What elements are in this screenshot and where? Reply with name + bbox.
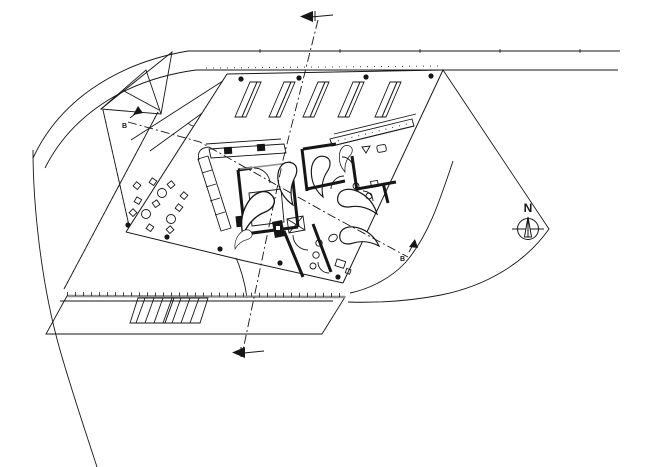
play-furniture <box>128 177 189 235</box>
site-edge-inner-curve <box>44 69 618 169</box>
site-edge-outer-curve <box>32 50 620 159</box>
skylight-strip <box>302 81 330 118</box>
chair-diamond <box>166 180 176 190</box>
sink-icon <box>376 144 387 153</box>
fence-1-ticks <box>102 109 131 231</box>
table-circle <box>157 188 167 198</box>
chair-diamond <box>148 177 158 187</box>
sink-icon <box>365 192 373 200</box>
columns <box>125 73 434 280</box>
shaft-x-box <box>286 215 306 234</box>
skylight-strip <box>268 81 296 118</box>
section-line-a <box>232 11 334 358</box>
locker-dividers <box>330 122 414 143</box>
section-arrow-icon <box>300 11 313 22</box>
stairs <box>129 297 209 324</box>
cistern-box <box>370 179 379 188</box>
section-line-b: B B <box>122 106 418 263</box>
section-label-b: B <box>122 123 127 130</box>
table-circle <box>166 214 176 224</box>
chair-diamond <box>151 199 161 209</box>
section-arrow-icon <box>133 106 143 115</box>
locker-band <box>329 113 417 147</box>
chair-diamond <box>174 203 184 213</box>
skylight-strip <box>337 81 365 118</box>
chair-diamond <box>128 208 138 218</box>
chair-diamond <box>179 191 189 201</box>
stair-treads <box>135 297 200 324</box>
chair-diamond <box>145 223 155 233</box>
toilet-icon <box>328 233 338 243</box>
building-west-facade <box>125 73 228 233</box>
door-swing-arc <box>317 261 330 274</box>
section-arrow-icon <box>409 239 418 248</box>
column-dot <box>238 76 244 82</box>
column-dot <box>217 246 223 252</box>
bench-divisions <box>201 169 226 216</box>
appliance-block <box>256 143 266 152</box>
door-swings <box>253 156 374 274</box>
survey-ticks <box>259 49 581 53</box>
column-dot <box>335 274 341 280</box>
pergola-truss <box>99 50 173 115</box>
skylight-strip <box>234 81 262 118</box>
door-swing-arc <box>292 234 309 251</box>
terrace-edge-ticks <box>66 292 346 297</box>
terrace-edge-gray <box>66 294 346 299</box>
chair-diamond <box>133 196 143 206</box>
column-dot <box>164 234 170 240</box>
sink-icon <box>315 239 323 247</box>
stair-handrail <box>164 297 175 324</box>
section-marker-a-bottom <box>232 347 265 358</box>
fence-lines <box>63 109 159 290</box>
building-north-wall <box>226 69 444 75</box>
door-swing-arc <box>341 156 354 168</box>
skylight-strip <box>374 81 402 118</box>
site-boundary <box>32 49 620 467</box>
site-edge-left <box>32 149 98 467</box>
appliance-block <box>223 146 233 155</box>
north-label: N <box>524 201 533 215</box>
column-dot <box>428 73 434 79</box>
door-swing-arc <box>362 190 374 202</box>
building-east-wall <box>342 69 444 284</box>
urinal-icon <box>361 145 371 154</box>
column-dot <box>277 260 283 266</box>
sink-icon <box>352 182 360 190</box>
table-box <box>334 258 347 269</box>
section-marker-b-right: B <box>400 239 418 263</box>
driveway-edge-inner <box>349 160 454 294</box>
column-dot <box>125 222 131 228</box>
reception-counter <box>205 138 287 159</box>
section-arrow-icon <box>232 347 245 358</box>
door-swing-arc <box>330 175 345 190</box>
sink-icon <box>312 251 320 259</box>
skylights <box>234 81 402 118</box>
sliding-door-track <box>239 162 291 170</box>
column-dot <box>363 74 369 80</box>
building-south-wall-a <box>125 231 246 262</box>
chair-diamond <box>165 225 175 235</box>
fence-line-2 <box>63 111 159 290</box>
section-marker-a-top <box>300 11 334 22</box>
kitchen-unit-inset <box>276 226 280 230</box>
wc-room-walls <box>282 142 397 278</box>
terrace <box>45 292 346 335</box>
chair-box <box>344 267 352 275</box>
sanitary-fixtures <box>309 144 387 275</box>
table-circle <box>141 209 151 219</box>
eave-tick-band <box>205 65 445 69</box>
sink-icon <box>309 262 317 270</box>
chair-diamond <box>132 181 142 191</box>
column-dot <box>296 75 302 81</box>
section-marker-b-left: B <box>122 106 143 130</box>
north-compass: N <box>512 201 544 240</box>
driveway-edge-outer <box>347 69 550 303</box>
wall-bench <box>197 146 232 232</box>
section-label-b: B <box>400 256 405 263</box>
